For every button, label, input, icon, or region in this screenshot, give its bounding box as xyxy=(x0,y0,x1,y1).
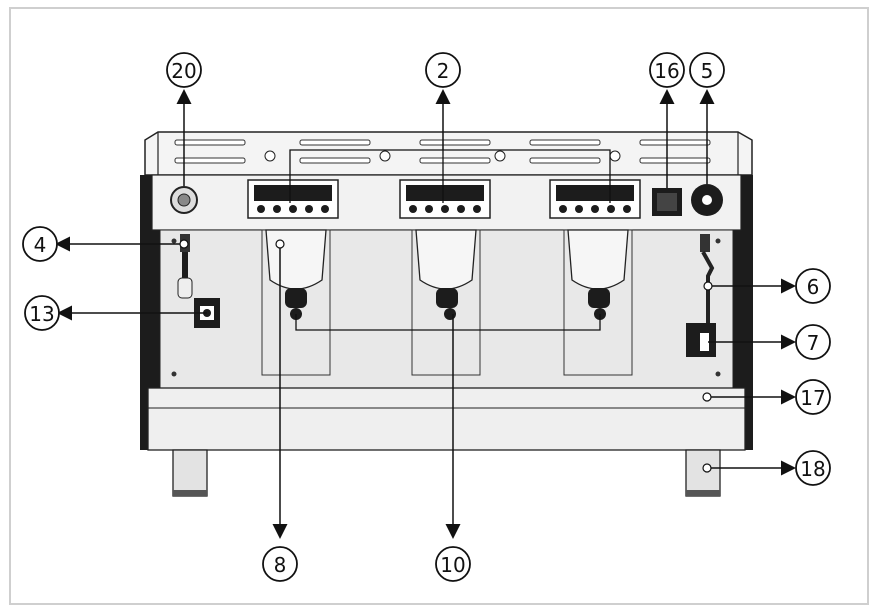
callout-label: 4 xyxy=(34,233,47,257)
callout-20: 20 xyxy=(166,52,202,88)
brew-group-1 xyxy=(261,229,331,376)
callout-2: 2 xyxy=(425,52,461,88)
callout-label: 16 xyxy=(654,59,679,83)
brew-group-3 xyxy=(563,229,633,376)
callout-label: 6 xyxy=(807,275,820,299)
leader-lines xyxy=(289,149,611,331)
callout-18: 18 xyxy=(795,450,831,486)
callout-8: 8 xyxy=(262,546,298,582)
callout-5: 5 xyxy=(689,52,725,88)
right-steam-wand xyxy=(686,234,716,357)
steam-knob xyxy=(691,184,723,216)
brew-group-2 xyxy=(411,229,481,376)
main-switch-knob xyxy=(170,186,198,214)
callout-arrows xyxy=(55,89,796,539)
callout-7: 7 xyxy=(795,324,831,360)
machine-legs xyxy=(172,449,721,497)
keypad-group-3 xyxy=(549,179,641,219)
callout-label: 20 xyxy=(171,59,196,83)
callout-label: 5 xyxy=(701,59,714,83)
callout-label: 17 xyxy=(800,386,825,410)
callout-label: 7 xyxy=(807,331,820,355)
keypad-group-2 xyxy=(399,179,491,219)
callout-17: 17 xyxy=(795,379,831,415)
frame-border xyxy=(9,7,869,605)
digital-display xyxy=(652,188,682,216)
callout-label: 2 xyxy=(437,59,450,83)
callout-6: 6 xyxy=(795,268,831,304)
callout-label: 8 xyxy=(274,553,287,577)
keypad-group-1 xyxy=(247,179,339,219)
callout-4: 4 xyxy=(22,226,58,262)
callout-label: 10 xyxy=(440,553,465,577)
callout-16: 16 xyxy=(649,52,685,88)
callout-label: 18 xyxy=(800,457,825,481)
anchor-dots xyxy=(179,239,713,473)
callout-label: 13 xyxy=(29,302,54,326)
callout-10: 10 xyxy=(435,546,471,582)
cup-warmer-tray xyxy=(144,131,753,176)
callout-13: 13 xyxy=(24,295,60,331)
